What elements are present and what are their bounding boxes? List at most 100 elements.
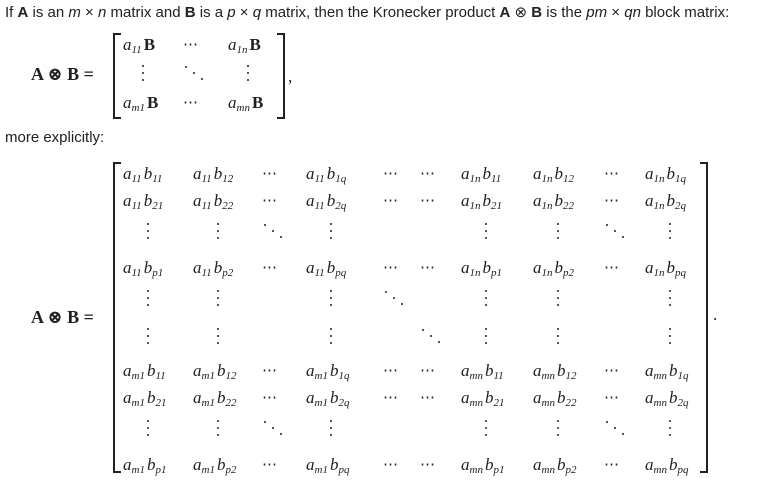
matrix-a: A xyxy=(17,4,29,21)
left-bracket xyxy=(113,162,121,473)
var-pm: pm xyxy=(586,4,608,21)
entry-b: b xyxy=(482,164,492,183)
horizontal-dots: ⋯ xyxy=(183,37,200,53)
entry-b: b xyxy=(146,455,156,474)
text: is the xyxy=(542,4,587,21)
entry-b-subscript: pq xyxy=(338,464,350,476)
vertical-dots xyxy=(667,290,673,311)
entry-b: b xyxy=(484,455,494,474)
horizontal-dots: ⋯ xyxy=(383,193,400,209)
horizontal-dots: ⋯ xyxy=(262,390,279,406)
equation-lhs: A ⊗ B = xyxy=(31,64,94,84)
text: is an xyxy=(28,4,69,21)
entry-a: a xyxy=(306,258,315,277)
entry-a: a xyxy=(645,164,654,183)
entry-b-subscript: 1q xyxy=(675,173,686,185)
entry-b-subscript: p2 xyxy=(225,464,237,476)
entry-b-subscript: 1q xyxy=(335,173,347,185)
diagonal-dots xyxy=(185,66,205,82)
horizontal-dots: ⋯ xyxy=(262,193,279,209)
diagonal-dots xyxy=(264,421,284,437)
entry-b: b xyxy=(482,191,492,210)
horizontal-dots: ⋯ xyxy=(420,166,437,182)
entry-b-subscript: 2q xyxy=(677,397,689,409)
entry-a: a xyxy=(123,164,132,183)
entry-b: B xyxy=(143,35,156,54)
entry-b: b xyxy=(216,388,226,407)
entry-b-subscript: 2q xyxy=(338,397,350,409)
entry-a-subscript: 1n xyxy=(469,200,481,212)
entry-a-subscript: 11 xyxy=(314,200,325,212)
entry-a: a xyxy=(306,455,315,474)
vertical-dots xyxy=(145,328,151,349)
entry-a-subscript: 11 xyxy=(314,267,325,279)
text: × xyxy=(607,4,625,21)
entry-b: b xyxy=(666,258,676,277)
vertical-dots xyxy=(483,328,489,349)
entry-b: b xyxy=(668,388,678,407)
entry-b-subscript: 22 xyxy=(565,397,577,409)
entry-a-subscript: m1 xyxy=(201,397,215,409)
entry-b-subscript: 2q xyxy=(675,200,686,212)
entry-b: b xyxy=(482,258,492,277)
vertical-dots xyxy=(140,65,146,86)
entry-a-subscript: m1 xyxy=(314,464,328,476)
horizontal-dots: ⋯ xyxy=(420,193,437,209)
entry-b-subscript: 22 xyxy=(563,200,574,212)
entry-b: b xyxy=(329,388,339,407)
entry-a: a xyxy=(461,191,470,210)
horizontal-dots: ⋯ xyxy=(383,457,400,473)
entry-b-subscript: 12 xyxy=(565,370,577,382)
vertical-dots xyxy=(328,290,334,311)
horizontal-dots: ⋯ xyxy=(420,260,437,276)
vertical-dots xyxy=(667,223,673,244)
entry-a: a xyxy=(123,191,132,210)
entry-a-subscript: m1 xyxy=(131,370,145,382)
entry-a: a xyxy=(193,191,202,210)
entry-b-subscript: 12 xyxy=(222,173,234,185)
vertical-dots xyxy=(328,328,334,349)
entry-b-subscript: 12 xyxy=(563,173,574,185)
entry-b-subscript: 12 xyxy=(225,370,237,382)
entry-a-subscript: 11 xyxy=(314,173,325,185)
entry-a-subscript: 11 xyxy=(201,267,212,279)
entry-a: a xyxy=(461,388,470,407)
entry-a-subscript: m1 xyxy=(201,370,215,382)
entry-b-subscript: p2 xyxy=(222,267,234,279)
horizontal-dots: ⋯ xyxy=(262,166,279,182)
entry-a-subscript: mn xyxy=(469,370,483,382)
vertical-dots xyxy=(483,223,489,244)
entry-a: a xyxy=(228,93,237,112)
text: matrix and xyxy=(106,4,185,21)
entry-a-subscript: 1n xyxy=(469,173,481,185)
entry-a: a xyxy=(193,388,202,407)
horizontal-dots: ⋯ xyxy=(262,260,279,276)
text: × xyxy=(80,4,98,21)
entry-a: a xyxy=(306,164,315,183)
entry-a: a xyxy=(306,388,315,407)
entry-b-subscript: p1 xyxy=(491,267,502,279)
entry-b-subscript: 11 xyxy=(491,173,502,185)
vertical-dots xyxy=(328,223,334,244)
otimes-symbol: ⊗ xyxy=(510,4,532,21)
matrix-b: B xyxy=(184,4,196,21)
entry-a: a xyxy=(645,361,654,380)
horizontal-dots: ⋯ xyxy=(420,457,437,473)
entry-a-subscript: 1n xyxy=(653,267,665,279)
entry-a-subscript: 11 xyxy=(131,200,142,212)
entry-a: a xyxy=(461,361,470,380)
entry-b-subscript: pq xyxy=(335,267,347,279)
entry-b-subscript: 2q xyxy=(335,200,347,212)
entry-subscript: 11 xyxy=(131,44,142,56)
entry-a-subscript: 1n xyxy=(541,267,553,279)
